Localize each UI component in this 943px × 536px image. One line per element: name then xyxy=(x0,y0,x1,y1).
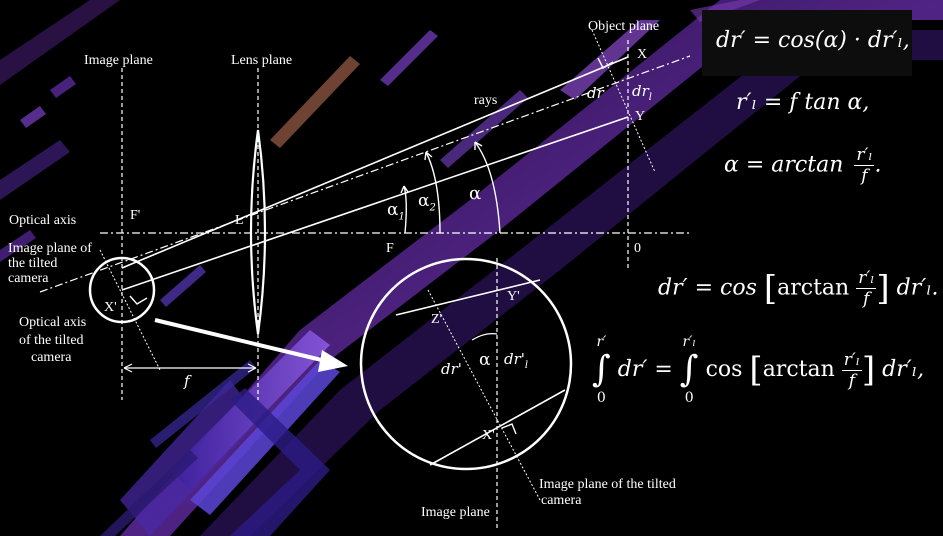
zoom-arrow xyxy=(154,318,331,364)
label-object-plane: Object plane xyxy=(588,19,660,34)
equation-4: dr′ = cos [arctan r′ₗ f ] dr′ₗ. xyxy=(658,268,939,309)
zoom-right-angle xyxy=(501,423,517,435)
symbol-dr-l-prime-zoom: dr'l xyxy=(504,350,529,372)
right-angle-image xyxy=(129,295,148,305)
ray-lower xyxy=(121,116,629,291)
label-optical-axis-tilted-2: of the tilted xyxy=(19,333,84,348)
label-image-plane-tilted-1: Image plane of xyxy=(8,241,92,256)
symbol-alpha: α xyxy=(469,183,482,204)
label-optical-axis-tilted-1: Optical axis xyxy=(19,315,87,330)
label-image-plane-tilted-3: camera xyxy=(8,271,49,286)
label-rays: rays xyxy=(474,93,498,108)
equation-3: α = arctan r′ₗ f . xyxy=(724,145,882,186)
right-angle-object xyxy=(597,57,614,69)
symbol-dr-prime-zoom: dr' xyxy=(441,360,462,378)
symbol-f: f xyxy=(184,372,190,390)
label-optical-axis-tilted-3: camera xyxy=(31,350,72,365)
label-image-plane-bottom: Image plane xyxy=(421,505,490,520)
symbol-F: F xyxy=(386,241,394,256)
equation-2: r′ₗ = f tan α, xyxy=(736,90,870,115)
symbol-X-prime: X' xyxy=(104,300,117,315)
symbol-Y: Y xyxy=(635,109,646,124)
symbol-Y-prime-zoom: Y' xyxy=(507,289,520,304)
symbol-X: X xyxy=(637,47,648,62)
detail-circle-small xyxy=(88,256,156,324)
arc-alpha1 xyxy=(403,185,407,234)
detail-circle-large xyxy=(359,257,573,471)
symbol-zero: 0 xyxy=(634,241,641,256)
label-tilted-bottom-1: Image plane of the tilted xyxy=(539,477,676,492)
label-optical-axis: Optical axis xyxy=(9,213,77,228)
zoom-ray-lower xyxy=(429,389,566,466)
label-lens-plane: Lens plane xyxy=(231,53,293,68)
arc-alpha2 xyxy=(425,151,441,234)
equation-5: r′ ∫ 0 dr′ = r′ₗ ∫ 0 cos [arctan r′ₗ f ]… xyxy=(592,334,925,406)
symbol-alpha-1: α1 xyxy=(387,200,405,223)
lens-shape xyxy=(249,129,267,335)
arc-alpha xyxy=(474,141,501,234)
label-image-plane: Image plane xyxy=(84,53,153,68)
symbol-dr-l: drl xyxy=(632,82,652,104)
symbol-F-prime: F' xyxy=(130,208,141,223)
symbol-alpha-zoom: α xyxy=(479,350,491,370)
equation-1: dr′ = cos(α) · dr′ₗ, xyxy=(716,28,910,53)
equation-box xyxy=(702,10,912,76)
label-image-plane-tilted-2: the tilted xyxy=(8,256,58,271)
symbol-dr: dr xyxy=(587,84,604,102)
tilted-optical-axis xyxy=(39,55,691,293)
symbol-L: L xyxy=(235,213,244,228)
symbol-Z-prime-zoom: Z' xyxy=(431,312,443,327)
ray-upper xyxy=(121,56,629,269)
label-tilted-bottom-2: camera xyxy=(541,493,582,508)
tilted-object-line xyxy=(591,29,656,173)
symbol-X-prime-zoom: X' xyxy=(482,428,495,443)
symbol-alpha-2: α2 xyxy=(418,191,436,214)
zoom-ray-upper xyxy=(395,279,541,316)
